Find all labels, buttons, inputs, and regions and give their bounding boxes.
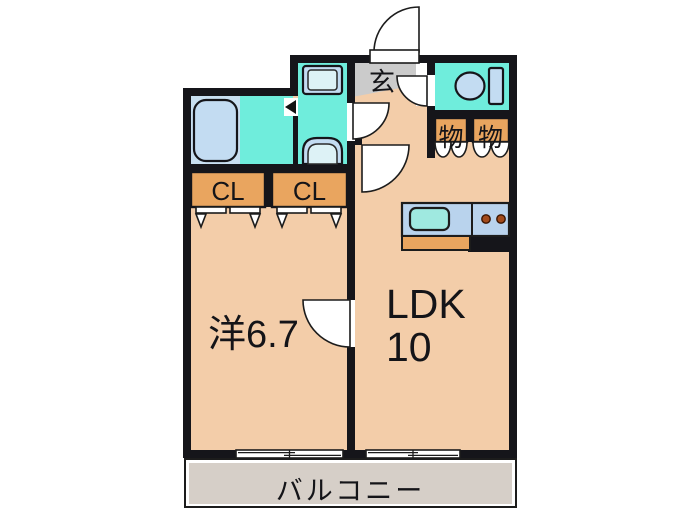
closet2-track-left [276, 206, 308, 214]
toilet-bowl [454, 71, 486, 101]
stove-burner-right [496, 214, 506, 224]
balcony [184, 458, 517, 508]
doors [285, 6, 428, 348]
storage2-fold-right [490, 141, 510, 158]
exterior-mask [0, 0, 291, 89]
wall-left [183, 88, 191, 458]
fixtures [192, 64, 511, 251]
wall-toilet-left-b [427, 106, 435, 158]
closet1-fold-right [248, 213, 262, 230]
wall-bath-top [183, 88, 298, 96]
wall-kitchen-stub [468, 235, 517, 252]
wall-washroom-left [290, 55, 298, 96]
wall-bath-bottom [183, 164, 355, 172]
bath-folding-door-icon [285, 100, 296, 114]
closet2-fold-left [275, 213, 289, 230]
wall-toilet-bottom [427, 110, 517, 118]
wall-spine-a [347, 55, 355, 103]
closet2-fold-right [329, 213, 343, 230]
closet1-fold-left [194, 213, 208, 230]
closet-right-label: CL [292, 176, 327, 206]
ldk-label: LDK 10 [386, 281, 466, 371]
toilet-door-opening [427, 75, 435, 106]
wall-toilet-left-a [427, 63, 435, 75]
closet1-track-right [229, 206, 261, 214]
washroom-door-opening [347, 103, 355, 141]
windows [235, 449, 461, 459]
closet-left-label: CL [211, 176, 245, 206]
balcony-label: バルコニー [275, 476, 426, 506]
entrance-door-swing [373, 6, 420, 53]
entrance-door-leaf [369, 49, 420, 64]
wall-right [509, 55, 517, 458]
storage-right-label: 物 [477, 124, 503, 152]
bathtub [192, 98, 239, 163]
toilet-tank [487, 66, 505, 106]
washing-machine-drum [307, 69, 338, 91]
closet2-track-right [310, 206, 342, 214]
storage-left-label: 物 [438, 124, 464, 152]
washbasin-bowl [307, 143, 338, 165]
wall-spine-b [347, 141, 355, 300]
kitchen-sink [408, 206, 451, 232]
bedroom-door-opening [347, 300, 355, 347]
bedroom-door-swing [302, 299, 351, 348]
ldk-label-area: 10 [386, 324, 432, 371]
closet-door-glyphs [194, 141, 510, 230]
genkan-floor [352, 63, 416, 97]
stove-burner-left [481, 214, 491, 224]
wall-closet-divider [265, 172, 272, 207]
wall-bottom [183, 450, 517, 458]
wall-spine-c [347, 347, 355, 450]
balcony-fill [189, 463, 512, 504]
entrance-label: 玄 [369, 67, 396, 97]
ldk-label-name: LDK [386, 281, 466, 327]
wall-bath-divider [293, 114, 298, 164]
closet1-track-left [195, 206, 227, 214]
toilet-door-swing [396, 75, 428, 107]
ldk-door-swing [361, 144, 410, 193]
wall-storage-divider [467, 118, 473, 142]
kitchen-lower-cabinet [401, 235, 471, 251]
storage1-fold-right [450, 141, 468, 158]
washroom-door-swing [352, 102, 390, 140]
bedroom-label: 洋6.7 [208, 314, 299, 356]
